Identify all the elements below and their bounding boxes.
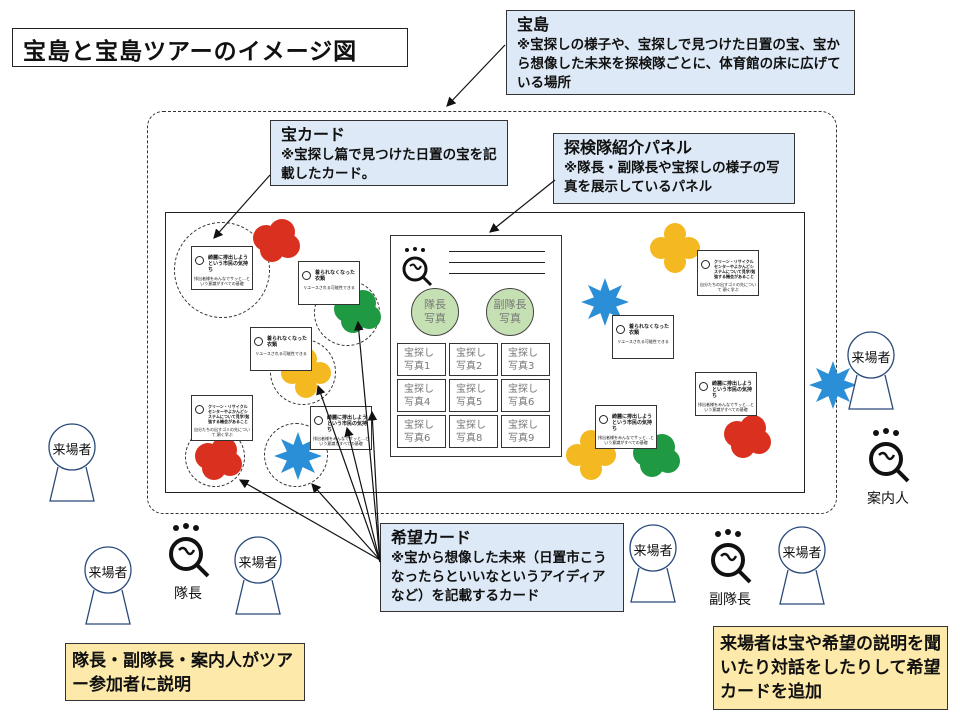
treasure-icon: [616, 325, 625, 334]
blue-star: [809, 361, 857, 409]
visitor-figure: [629, 524, 677, 603]
pointer-arrow: [446, 44, 506, 107]
treasure-card: 綺麗に排出しようという市民の気持ち排出者様をみんなでサッと…という意識がすべての…: [310, 406, 372, 450]
treasure-icon: [195, 405, 204, 414]
card-title: 着られなくなった衣類: [629, 324, 670, 336]
maruhi-logo-icon: [402, 247, 433, 287]
card-subtext: リユースされる可能性できる: [617, 339, 669, 344]
visitor-label: 来場者: [52, 443, 92, 458]
visitor-label: 来場者: [851, 351, 891, 366]
panel-line: [449, 251, 545, 252]
card-title: 着られなくなった衣類: [267, 336, 308, 348]
visitor-label: 来場者: [782, 546, 822, 561]
callout-heading: 探検隊紹介パネル: [564, 138, 693, 157]
vice-captain-photo: 副隊長 写真: [486, 288, 534, 336]
card-title: 着られなくなった衣類: [315, 270, 356, 282]
callout-heading: 希望カード: [391, 528, 472, 547]
blue-star: [581, 278, 629, 326]
callout-text: ※宝から想像した未来（日置市こうなったらといいなというアイディアなど）を記載する…: [391, 550, 607, 604]
maruhi-magnifier-icon: [711, 529, 752, 584]
card-subtext: 排出者様をみんなでサッと…という意識がすべての基礎: [313, 436, 369, 446]
card-subtext: 排出者様をみんなでサッと…という意識がすべての基礎: [194, 276, 250, 286]
treasure-island-area: [147, 111, 837, 514]
card-subtext: 自分たちの出すゴミの先について 頭く学ぶ: [700, 282, 756, 292]
treasure-icon: [302, 271, 311, 280]
role-label: 隊長: [174, 586, 202, 602]
card-title: クリーン・リサイクルセンターやよかんどシステムについて見学/勉強する機会があるこ…: [714, 259, 756, 279]
card-title: 綺麗に排出しようという市民の気持ち: [612, 414, 653, 432]
treasure-card: クリーン・リサイクルセンターやよかんどシステムについて見学/勉強する機会があるこ…: [697, 250, 759, 296]
visitor-figure: [48, 423, 96, 502]
visitor-figure: [84, 546, 132, 625]
hope-card-callout: 希望カード ※宝から想像した未来（日置市こうなったらといいなというアイディアなど…: [380, 523, 624, 612]
treasure-icon: [599, 415, 608, 424]
treasure-photo: 宝探し 写真3: [501, 343, 550, 376]
treasure-card: 着られなくなった衣類リユースされる可能性できる: [298, 261, 360, 305]
red-blob: [253, 219, 300, 262]
treasure-photo: 宝探し 写真1: [397, 343, 446, 376]
card-subtext: リユースされる可能性できる: [255, 351, 307, 356]
visitor-figure: [847, 331, 895, 410]
visitor-label: 来場者: [88, 566, 128, 581]
treasure-icon: [314, 416, 323, 425]
treasure-photo: 宝探し 写真6: [397, 415, 446, 448]
callout-text: ※隊長・副隊長や宝探しの様子の写真を展示しているパネル: [564, 160, 780, 195]
maruhi-magnifier-icon: [869, 428, 910, 483]
treasure-card: クリーン・リサイクルセンターやよかんどシステムについて見学/勉強する機会があるこ…: [191, 395, 253, 441]
role-label: 副隊長: [709, 592, 751, 608]
page-title: 宝島と宝島ツアーのイメージ図: [12, 28, 408, 67]
explanation-note: 隊長・副隊長・案内人がツアー参加者に説明: [65, 643, 305, 701]
treasure-icon: [195, 256, 204, 265]
treasure-card: 着られなくなった衣類リユースされる可能性できる: [250, 327, 312, 371]
treasure-photo: 宝探し 写真8: [449, 415, 498, 448]
treasure-card: 綺麗に排出しようという市民の気持ち排出者様をみんなでサッと…という意識がすべての…: [595, 405, 657, 449]
panel-line: [449, 262, 545, 263]
callout-text: ※宝探しの様子や、宝探しで見つけた日置の宝、宝から想像した未来を探検隊ごとに、体…: [517, 37, 841, 91]
treasure-card-callout: 宝カード ※宝探し篇で見つけた日置の宝を記載したカード。: [270, 120, 508, 186]
visitor-label: 来場者: [633, 544, 673, 559]
visitor-note: 来場者は宝や希望の説明を聞いたり対話をしたりして希望カードを追加: [713, 626, 948, 710]
visitor-figure: [234, 536, 282, 615]
card-title: 綺麗に排出しようという市民の気持ち: [208, 255, 249, 273]
treasure-icon: [254, 337, 263, 346]
callout-text: ※宝探し篇で見つけた日置の宝を記載したカード。: [281, 147, 497, 182]
treasure-photo: 宝探し 写真2: [449, 343, 498, 376]
treasure-photo: 宝探し 写真4: [397, 379, 446, 412]
red-blob: [724, 415, 771, 458]
role-label: 案内人: [867, 491, 909, 507]
card-subtext: 排出者様をみんなでサッと…という意識がすべての基礎: [598, 435, 654, 445]
card-subtext: 自分たちの出すゴミの先について 頭く学ぶ: [194, 427, 250, 437]
red-blob: [195, 437, 242, 480]
card-subtext: 排出者様をみんなでサッと…という意識がすべての基礎: [698, 402, 754, 412]
card-title: 綺麗に排出しようという市民の気持ち: [327, 415, 368, 433]
callout-heading: 宝カード: [281, 125, 346, 144]
callout-heading: 宝島: [517, 15, 550, 34]
treasure-photo: 宝探し 写真5: [449, 379, 498, 412]
visitor-figure: [778, 526, 826, 605]
panel-line: [449, 273, 545, 274]
treasure-photo: 宝探し 写真6: [501, 379, 550, 412]
card-title: 綺麗に排出しようという市民の気持ち: [712, 381, 753, 399]
treasure-card: 綺麗に排出しようという市民の気持ち排出者様をみんなでサッと…という意識がすべての…: [695, 372, 757, 416]
treasure-icon: [699, 382, 708, 391]
treasure-photo: 宝探し 写真9: [501, 415, 550, 448]
yellow-blob: [650, 223, 700, 273]
island-callout: 宝島 ※宝探しの様子や、宝探しで見つけた日置の宝、宝から想像した未来を探検隊ごと…: [506, 10, 855, 95]
maruhi-magnifier-icon: [169, 523, 210, 578]
visitor-label: 来場者: [238, 556, 278, 571]
panel-callout: 探検隊紹介パネル ※隊長・副隊長や宝探しの様子の写真を展示しているパネル: [553, 133, 795, 204]
treasure-card: 綺麗に排出しようという市民の気持ち排出者様をみんなでサッと…という意識がすべての…: [191, 246, 253, 290]
card-title: クリーン・リサイクルセンターやよかんどシステムについて見学/勉強する機会があるこ…: [208, 404, 250, 424]
captain-photo: 隊長 写真: [411, 288, 459, 336]
treasure-icon: [701, 260, 710, 269]
card-subtext: リユースされる可能性できる: [303, 285, 355, 290]
treasure-card: 着られなくなった衣類リユースされる可能性できる: [612, 315, 674, 359]
